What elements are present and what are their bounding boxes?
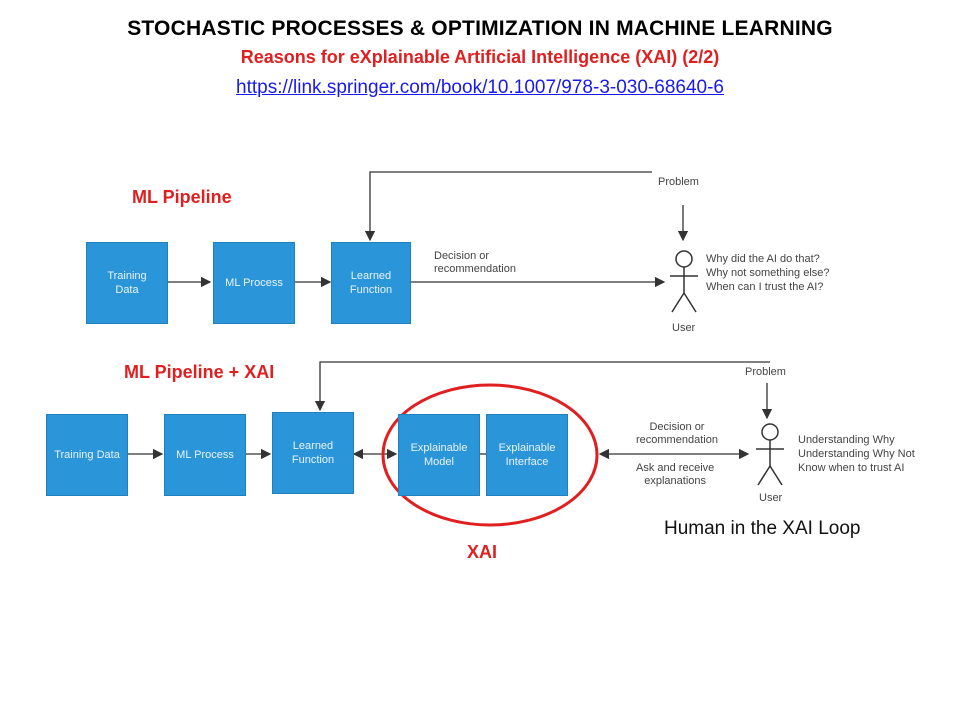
ml-process-box: ML Process	[213, 242, 295, 324]
box-label: Interface	[505, 456, 549, 468]
understanding-line: Know when to trust AI	[798, 462, 905, 474]
decision-line: Decision or	[649, 421, 705, 433]
springer-link[interactable]: https://link.springer.com/book/10.1007/9…	[236, 77, 724, 98]
xai-ellipse	[381, 383, 599, 527]
understanding-line: Understanding Why Not	[798, 448, 915, 460]
box-label: Learned	[350, 270, 392, 282]
human-loop-caption: Human in the XAI Loop	[664, 518, 861, 539]
ml-process-box-2: ML Process	[164, 414, 246, 496]
ml-pipeline-label: ML Pipeline	[132, 187, 232, 207]
box-label: Function	[349, 284, 393, 296]
question-line: When can I trust the AI?	[706, 281, 824, 293]
problem-loop-2	[314, 361, 770, 412]
understanding-list: Understanding Why Understanding Why Not …	[798, 433, 915, 475]
ask-line: explanations	[644, 475, 707, 487]
ask-line: Ask and receive	[636, 462, 715, 474]
question-line: Why did the AI do that?	[706, 253, 820, 265]
xai-label: XAI	[467, 542, 498, 562]
box-label: Training Data	[54, 449, 120, 461]
decision-line: recommendation	[434, 263, 516, 275]
training-data-box-2: Training Data	[46, 414, 128, 496]
ml-pipeline-xai-label: ML Pipeline + XAI	[124, 362, 275, 382]
slide-subtitle: Reasons for eXplainable Artificial Intel…	[240, 47, 720, 67]
slide-title: STOCHASTIC PROCESSES & OPTIMIZATION IN M…	[127, 17, 833, 40]
user-figure-1	[670, 250, 698, 313]
decision-line: Decision or	[434, 250, 490, 262]
box-label: Model	[424, 456, 454, 468]
decision-label-2: Decision or recommendation	[636, 421, 718, 447]
problem-label-1: Problem	[658, 176, 699, 188]
user-figure-2	[756, 423, 784, 486]
user-label-1: User	[672, 322, 696, 334]
understanding-line: Understanding Why	[798, 434, 895, 446]
decision-label-1: Decision or recommendation	[434, 250, 516, 276]
box-label: Explainable	[410, 442, 468, 454]
box-label: Data	[115, 284, 139, 296]
problem-loop-1	[364, 171, 652, 242]
user-questions: Why did the AI do that? Why not somethin…	[706, 252, 830, 294]
box-label: Explainable	[498, 442, 556, 454]
box-label: Function	[291, 454, 335, 466]
box-label: ML Process	[176, 449, 234, 461]
problem-label-2: Problem	[745, 366, 786, 378]
box-label: Learned	[292, 440, 334, 452]
user-label-2: User	[759, 492, 783, 504]
box-label: ML Process	[225, 277, 283, 289]
box-label: Training	[107, 270, 147, 282]
question-line: Why not something else?	[706, 267, 830, 279]
ask-label: Ask and receive explanations	[636, 462, 714, 488]
decision-line: recommendation	[636, 434, 718, 446]
